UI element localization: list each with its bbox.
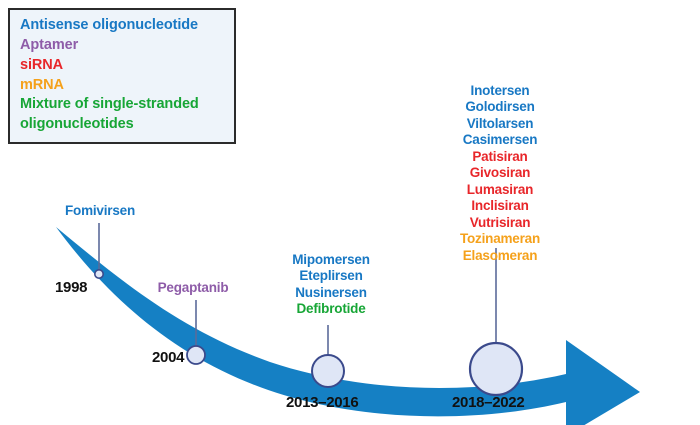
drug-label-patisiran: Patisiran — [472, 148, 528, 164]
drug-label-group-2004: Pegaptanib — [103, 280, 283, 296]
legend-item-aptamer: Aptamer — [20, 36, 79, 53]
drug-label-vutrisiran: Vutrisiran — [469, 214, 531, 230]
drug-label-pegaptanib: Pegaptanib — [157, 280, 229, 295]
drug-label-casimersen: Casimersen — [462, 132, 538, 148]
drug-label-fomivirsen: Fomivirsen — [64, 203, 136, 218]
drug-label-tozinameran: Tozinameran — [459, 231, 541, 247]
drug-label-nusinersen: Nusinersen — [295, 284, 367, 300]
drug-label-viltolarsen: Viltolarsen — [466, 115, 534, 131]
milestone-node-2004[interactable] — [186, 345, 206, 365]
drug-label-group-1998: Fomivirsen — [0, 203, 200, 219]
drug-label-group-2018-2022: Inotersen Golodirsen Viltolarsen Casimer… — [405, 83, 595, 264]
drug-label-inotersen: Inotersen — [470, 83, 530, 98]
milestone-node-2018-2022[interactable] — [468, 341, 524, 397]
drug-label-givosiran: Givosiran — [469, 165, 531, 181]
drug-label-eteplirsen: Eteplirsen — [299, 268, 363, 284]
drug-label-group-2013-2016: Mipomersen Eteplirsen Nusinersen Defibro… — [236, 252, 426, 318]
date-label-2018-2022: 2018–2022 — [452, 394, 525, 411]
date-label-2013-2016: 2013–2016 — [286, 394, 359, 411]
arrow-band-shape — [56, 227, 640, 425]
legend-item-antisense-oligonucleotide: Antisense oligonucleotide — [20, 17, 198, 33]
drug-label-mipomersen: Mipomersen — [292, 252, 370, 267]
drug-label-defibrotide: Defibrotide — [296, 301, 366, 317]
drug-label-lumasiran: Lumasiran — [466, 181, 534, 197]
drug-label-inclisiran: Inclisiran — [471, 198, 529, 214]
legend-item-sirna: siRNA — [20, 56, 64, 73]
date-label-1998: 1998 — [55, 279, 88, 296]
legend-item-mixture-of-single-stranded-oligonucleotides: Mixture of single-stranded oligonucleoti… — [20, 96, 199, 133]
legend-item-mrna: mRNA — [20, 76, 64, 93]
milestone-node-2013-2016[interactable] — [311, 354, 345, 388]
milestone-node-1998[interactable] — [94, 268, 105, 279]
date-label-2004: 2004 — [152, 349, 185, 366]
drug-label-golodirsen: Golodirsen — [465, 99, 535, 115]
modality-legend: Antisense oligonucleotide Aptamer siRNA … — [8, 8, 236, 145]
drug-label-elasomeran: Elasomeran — [462, 247, 538, 263]
